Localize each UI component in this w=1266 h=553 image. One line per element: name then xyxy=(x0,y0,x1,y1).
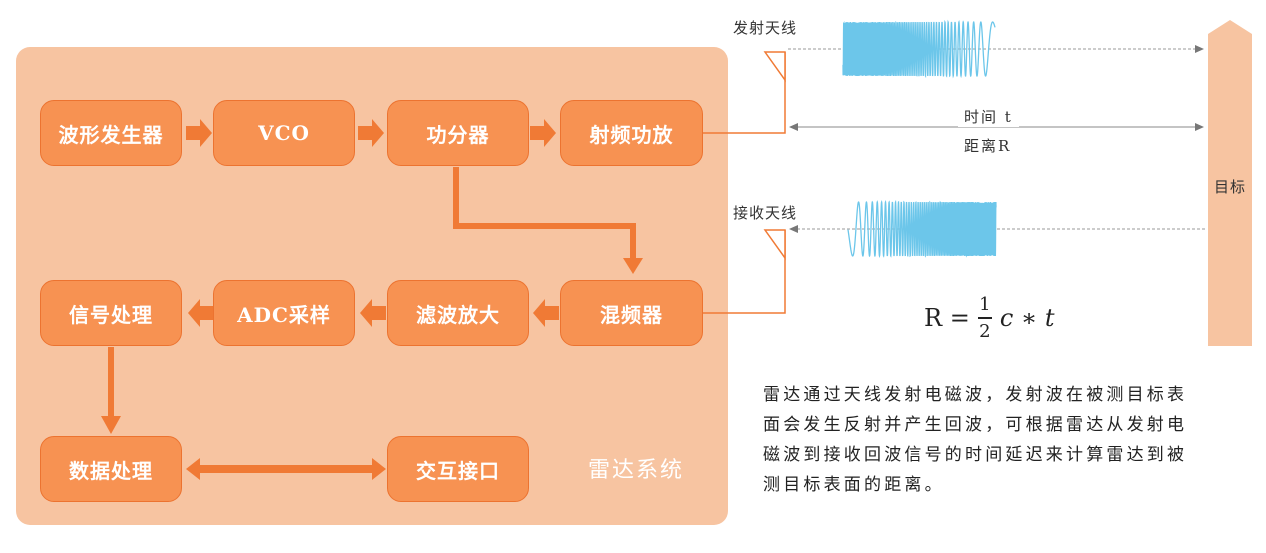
arrow-wavegen-to-vco xyxy=(186,119,212,147)
interface-box: 交互接口 xyxy=(387,436,529,502)
formula-numerator: 1 xyxy=(979,294,991,315)
formula-rhs: c ∗ t xyxy=(999,303,1055,332)
arrow-splitter-to-mixer xyxy=(453,167,636,260)
time-label: 时间 t xyxy=(958,106,1019,127)
data-processing-box: 数据处理 xyxy=(40,436,182,502)
adc-sampling-box: ADC采样 xyxy=(213,280,355,346)
tx-wave-path xyxy=(842,19,996,79)
formula-fraction: 1 2 xyxy=(977,294,992,342)
target-pillar xyxy=(1208,20,1252,346)
rx-antenna-label: 接收天线 xyxy=(733,204,798,222)
arrow-splitter-to-rfamp xyxy=(530,119,556,147)
formula-denominator: 2 xyxy=(979,320,991,342)
tx-antenna-label: 发射天线 xyxy=(733,19,798,37)
target-label: 目标 xyxy=(1214,178,1247,196)
splitter-box: 功分器 xyxy=(387,100,529,166)
line-rx-to-mixer xyxy=(703,230,786,314)
signal-processing-box: 信号处理 xyxy=(40,280,182,346)
rx-antenna-icon xyxy=(763,229,786,261)
rx-wave-path xyxy=(847,199,997,259)
range-formula: R = 1 2 c ∗ t xyxy=(924,294,1054,342)
formula-lhs: R = xyxy=(924,303,970,332)
mixer-box: 混频器 xyxy=(560,280,703,346)
arrow-vco-to-splitter xyxy=(358,119,384,147)
distance-label: 距离R xyxy=(958,135,1018,156)
arrow-data-interface xyxy=(186,458,386,480)
arrow-filter-to-adc xyxy=(360,299,386,327)
rf-amplifier-box: 射频功放 xyxy=(560,100,703,166)
arrow-adc-to-signal xyxy=(188,299,214,327)
tx-antenna-icon xyxy=(763,51,786,83)
filter-amplifier-box: 滤波放大 xyxy=(387,280,529,346)
vco-box: VCO xyxy=(213,100,355,166)
system-label: 雷达系统 xyxy=(588,458,685,483)
line-rfamp-to-tx xyxy=(703,52,786,134)
tx-wave xyxy=(842,19,996,79)
description-text: 雷达通过天线发射电磁波，发射波在被测目标表面会发生反射并产生回波，可根据雷达从发… xyxy=(763,385,1188,495)
arrow-mixer-to-filter xyxy=(533,299,559,327)
rx-wave xyxy=(847,199,997,259)
waveform-generator-box: 波形发生器 xyxy=(40,100,182,166)
